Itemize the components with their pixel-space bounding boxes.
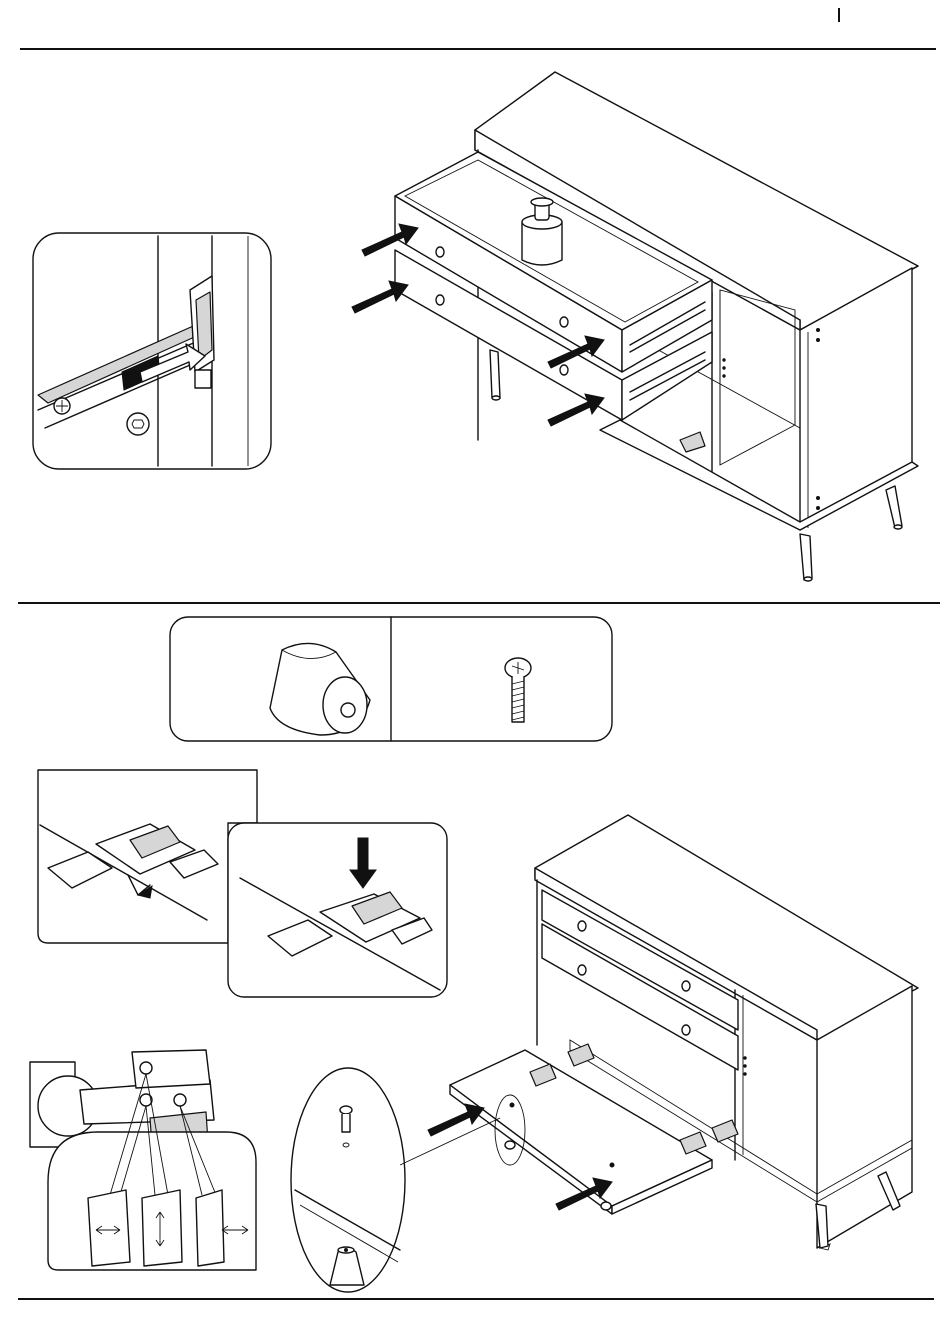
hinge-adjustment-icon <box>30 1050 256 1270</box>
cabinet-drawers-illustration <box>395 72 918 581</box>
cabinet-door-illustration <box>450 815 918 1250</box>
hinge-clip-detail-icon <box>38 770 447 997</box>
drawer-slide-detail-icon <box>33 233 271 469</box>
parts-box <box>170 617 612 741</box>
